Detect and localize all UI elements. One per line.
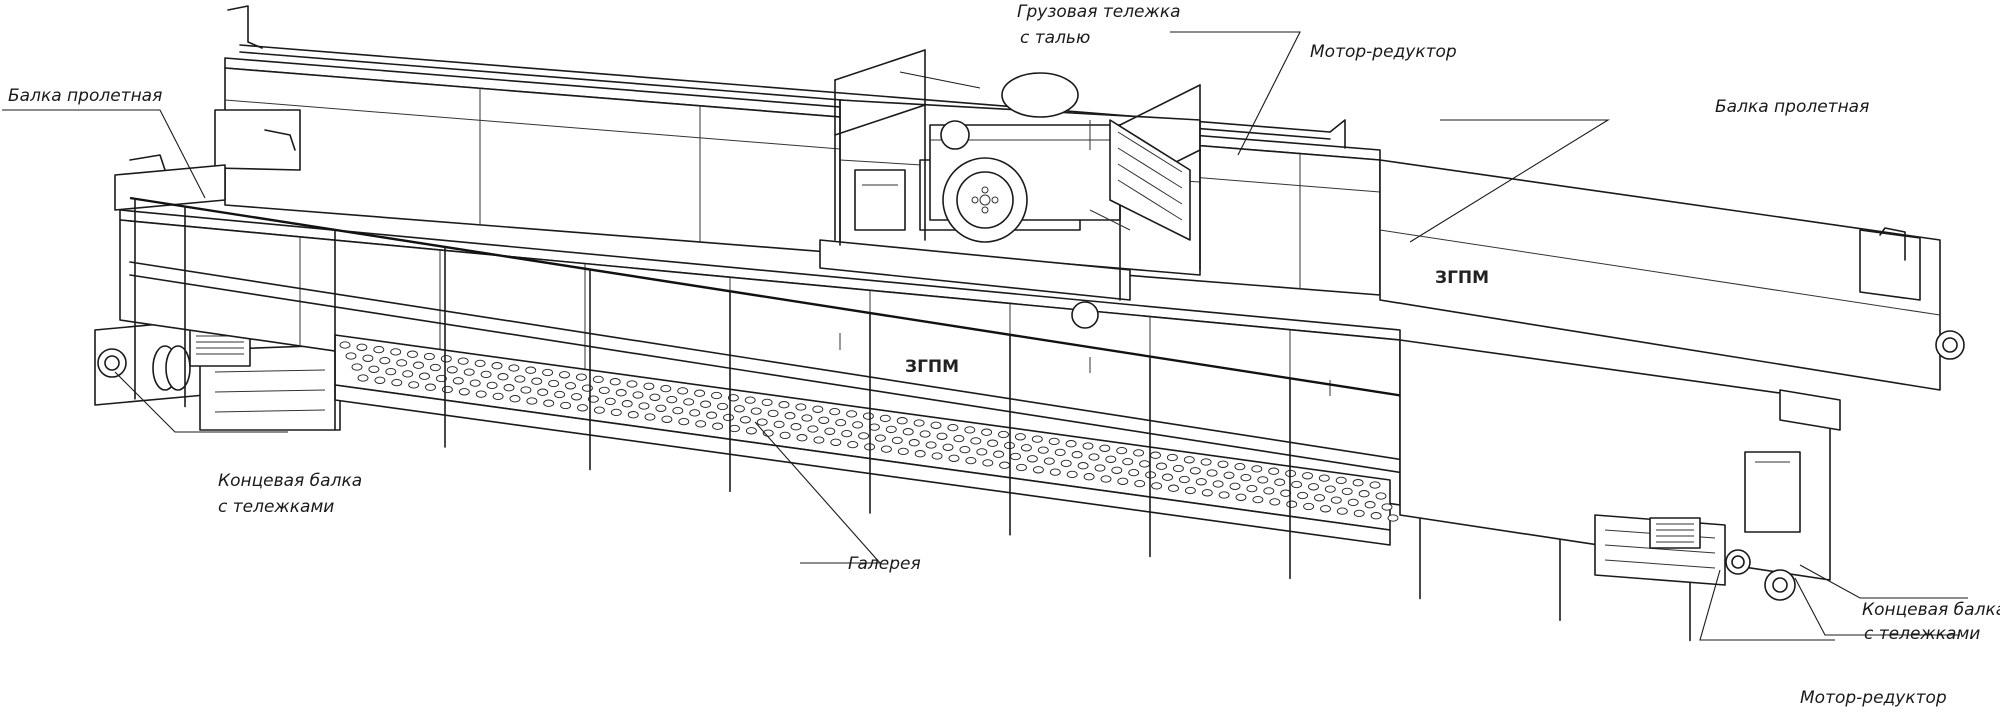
label-trolley-line2: с талью xyxy=(1020,28,1091,48)
logo-text-b: ЗГПМ xyxy=(905,357,959,377)
label-end-beam-right-line1: Концевая балка xyxy=(1862,600,2000,620)
label-end-beam-left-line2: с тележками xyxy=(218,497,335,517)
label-end-beam-left-line1: Концевая балка xyxy=(218,471,363,491)
label-trolley-line1: Грузовая тележка xyxy=(1017,2,1181,22)
left-wheel-drive xyxy=(97,329,251,391)
leader-lines xyxy=(2,31,1968,641)
label-motor-top: Мотор-редуктор xyxy=(1310,42,1457,62)
label-span-beam-right: Балка пролетная xyxy=(1715,97,1870,117)
logo-plates: ЗГПМ ЗГПМ xyxy=(905,268,1489,377)
label-span-beam-left: Балка пролетная xyxy=(8,86,163,106)
gallery-walkway xyxy=(334,334,1399,546)
right-end-beam xyxy=(1379,159,1941,586)
right-wheel-drive xyxy=(1649,330,1965,601)
logo-text-a: ЗГПМ xyxy=(1435,268,1489,288)
label-end-beam-right-line2: с тележками xyxy=(1864,624,1981,644)
label-gallery: Галерея xyxy=(848,554,921,574)
label-motor-bottom: Мотор-редуктор xyxy=(1800,688,1947,708)
gallery-perforations xyxy=(339,341,1399,522)
trolley xyxy=(819,49,1201,329)
